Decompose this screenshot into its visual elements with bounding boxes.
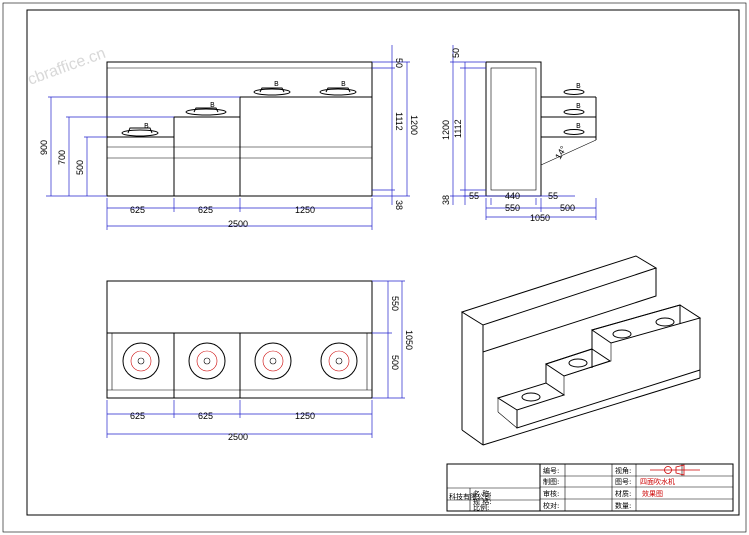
plan-view: 550 500 1050 625 625 1250 2500 xyxy=(106,280,414,442)
tb-drawn: 制图: xyxy=(543,477,559,486)
tb-code: 编号: xyxy=(543,466,559,475)
side-h-38: 38 xyxy=(441,195,451,205)
front-steps xyxy=(107,96,372,138)
tb-drawing-no: 图号: xyxy=(615,478,631,486)
front-r-1112: 1112 xyxy=(394,112,404,131)
side-h-1200: 1200 xyxy=(441,120,451,140)
tb-product-sub: 效果图 xyxy=(642,489,663,498)
tb-company: 科技有限公司 xyxy=(449,492,491,501)
front-h-900: 900 xyxy=(39,140,49,155)
tb-qty: 数量: xyxy=(615,501,631,510)
tb-view: 视角: xyxy=(615,466,631,475)
side-b-440: 440 xyxy=(505,191,520,201)
sink-1 xyxy=(122,342,160,380)
tb-material: 材质: xyxy=(615,489,631,498)
plan-dim-2: 625 xyxy=(198,411,213,421)
projection-symbol-icon xyxy=(650,464,700,476)
svg-text:B: B xyxy=(210,101,215,109)
tb-scale: 比例: xyxy=(473,503,489,512)
svg-text:B: B xyxy=(144,122,149,130)
tb-product-name: 四面吹水机 xyxy=(640,477,675,486)
tb-spec: 规 格: xyxy=(473,497,492,506)
title-block: 科技有限公司 名 称: 规 格: 比例: 编号: 制图: 审核: 校对: 视角:… xyxy=(446,463,734,512)
svg-text:B: B xyxy=(274,80,279,88)
tb-check: 校对: xyxy=(543,501,559,510)
front-r-38: 38 xyxy=(394,200,404,210)
side-b-500: 500 xyxy=(560,203,575,213)
tb-name: 名 称: xyxy=(473,489,492,498)
iso-step-3 xyxy=(590,304,702,344)
bowl-3: B xyxy=(253,80,291,96)
side-inner xyxy=(490,67,537,191)
front-h-700: 700 xyxy=(57,150,67,165)
plan-dim-3: 1250 xyxy=(295,411,315,421)
front-dim-1: 625 xyxy=(130,205,145,215)
side-h-1112: 1112 xyxy=(453,119,463,138)
iso-view xyxy=(460,255,702,446)
front-view: B B B B 625 625 1250 2500 xyxy=(39,45,419,230)
bowl-2: B xyxy=(185,101,227,116)
watermark: cbraffice.cn xyxy=(26,45,108,89)
plan-total: 2500 xyxy=(228,432,248,442)
plan-r-550: 550 xyxy=(390,296,400,311)
plan-dim-1: 625 xyxy=(130,411,145,421)
front-total: 2500 xyxy=(228,219,248,229)
tb-review: 审核: xyxy=(543,489,559,498)
side-view: B B B 14° 50 1200 1112 38 55 440 55 550 … xyxy=(441,45,597,223)
sink-2 xyxy=(188,342,226,380)
side-b-55b: 55 xyxy=(548,191,558,201)
side-body xyxy=(485,61,542,197)
iso-top xyxy=(460,255,658,326)
svg-text:B: B xyxy=(576,122,581,130)
iso-step-2 xyxy=(544,348,612,377)
svg-text:B: B xyxy=(341,80,346,88)
bowl-1: B xyxy=(121,122,159,137)
front-h-500: 500 xyxy=(75,160,85,175)
side-total: 1050 xyxy=(530,213,550,223)
side-b-550: 550 xyxy=(505,203,520,213)
side-angle: 14° xyxy=(553,144,569,161)
front-dim-3: 1250 xyxy=(295,205,315,215)
iso-step-1 xyxy=(496,382,566,411)
side-bowl-2: B xyxy=(563,102,585,115)
inner-border xyxy=(26,9,740,516)
side-bowl-1: B xyxy=(563,82,585,95)
svg-text:B: B xyxy=(576,82,581,90)
sink-3 xyxy=(254,342,292,380)
front-dim-2: 625 xyxy=(198,205,213,215)
front-r-1200: 1200 xyxy=(409,115,419,135)
plan-r-500: 500 xyxy=(390,355,400,370)
side-bowl-3: B xyxy=(563,122,585,135)
plan-r-1050: 1050 xyxy=(404,330,414,350)
sink-4 xyxy=(320,342,358,380)
svg-text:B: B xyxy=(576,102,581,110)
side-b-55a: 55 xyxy=(469,191,479,201)
bowl-4: B xyxy=(319,80,357,96)
side-h-50: 50 xyxy=(451,48,461,58)
front-r-50: 50 xyxy=(394,58,404,68)
